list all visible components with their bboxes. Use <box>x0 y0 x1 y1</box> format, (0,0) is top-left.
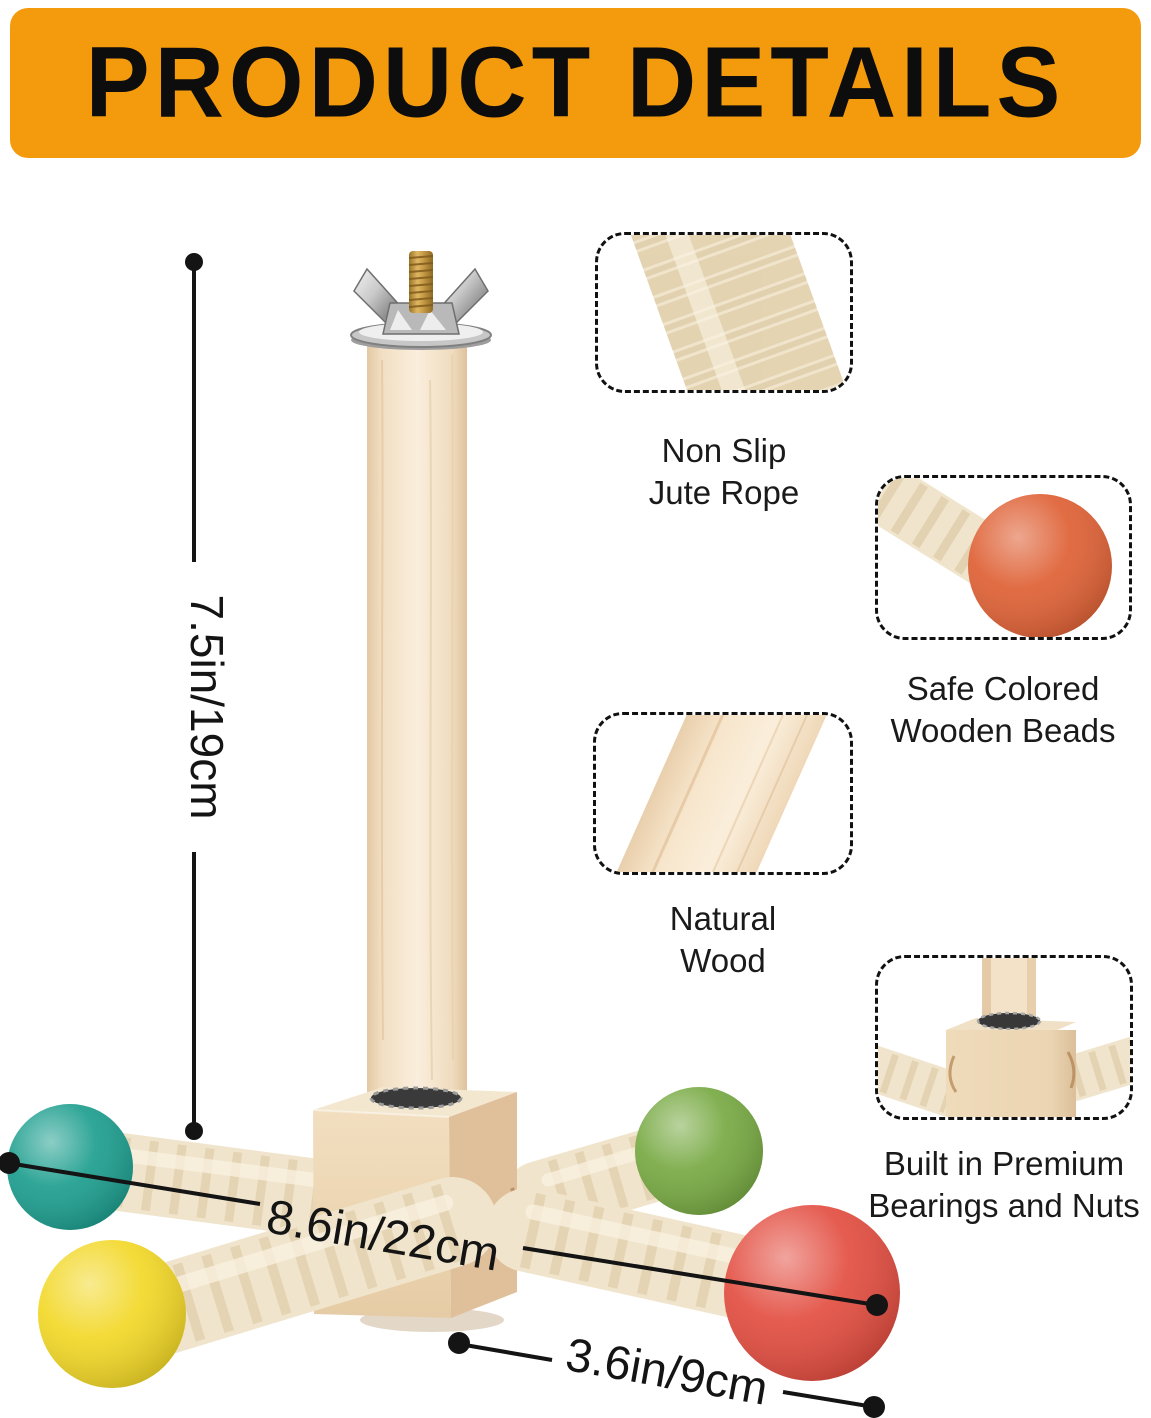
bead-teal <box>7 1104 133 1230</box>
callout-wood-label: Natural Wood <box>669 900 777 979</box>
callout-rope-photo <box>595 232 853 393</box>
callout-bearings-photo <box>875 955 1133 1120</box>
callout-rope-label: Non Slip Jute Rope <box>648 432 800 511</box>
base-line-right <box>782 1390 869 1408</box>
callout-wood-photo <box>593 712 853 875</box>
wood-texture-image <box>601 715 841 872</box>
bearing-closeup-image <box>878 958 1130 1117</box>
base-line-left <box>464 1343 553 1362</box>
bead-closeup-image <box>878 478 1112 637</box>
measurement-lines <box>13 265 871 1408</box>
measurement-dots <box>0 253 888 1418</box>
bearing-ring <box>369 1086 463 1110</box>
height-measurement-label: 7.5in/19cm <box>181 594 233 820</box>
wing-nut <box>353 267 489 335</box>
callout-beads-label: Safe Colored Wooden Beads <box>890 670 1116 749</box>
page-title: PRODUCT DETAILS <box>85 26 1066 139</box>
callout-beads-photo <box>875 475 1132 640</box>
rope-texture-image <box>630 235 847 390</box>
wooden-post <box>367 340 467 1100</box>
header-banner: PRODUCT DETAILS <box>10 8 1141 158</box>
threaded-screw <box>408 251 434 313</box>
arm-line-right <box>522 1246 871 1306</box>
bead-yellow <box>38 1240 186 1388</box>
arm-line-left <box>13 1162 261 1206</box>
bead-green <box>635 1087 763 1215</box>
callout-bearings-label: Built in Premium Bearings and Nuts <box>868 1145 1140 1224</box>
rope-arm-teal <box>51 1129 394 1242</box>
